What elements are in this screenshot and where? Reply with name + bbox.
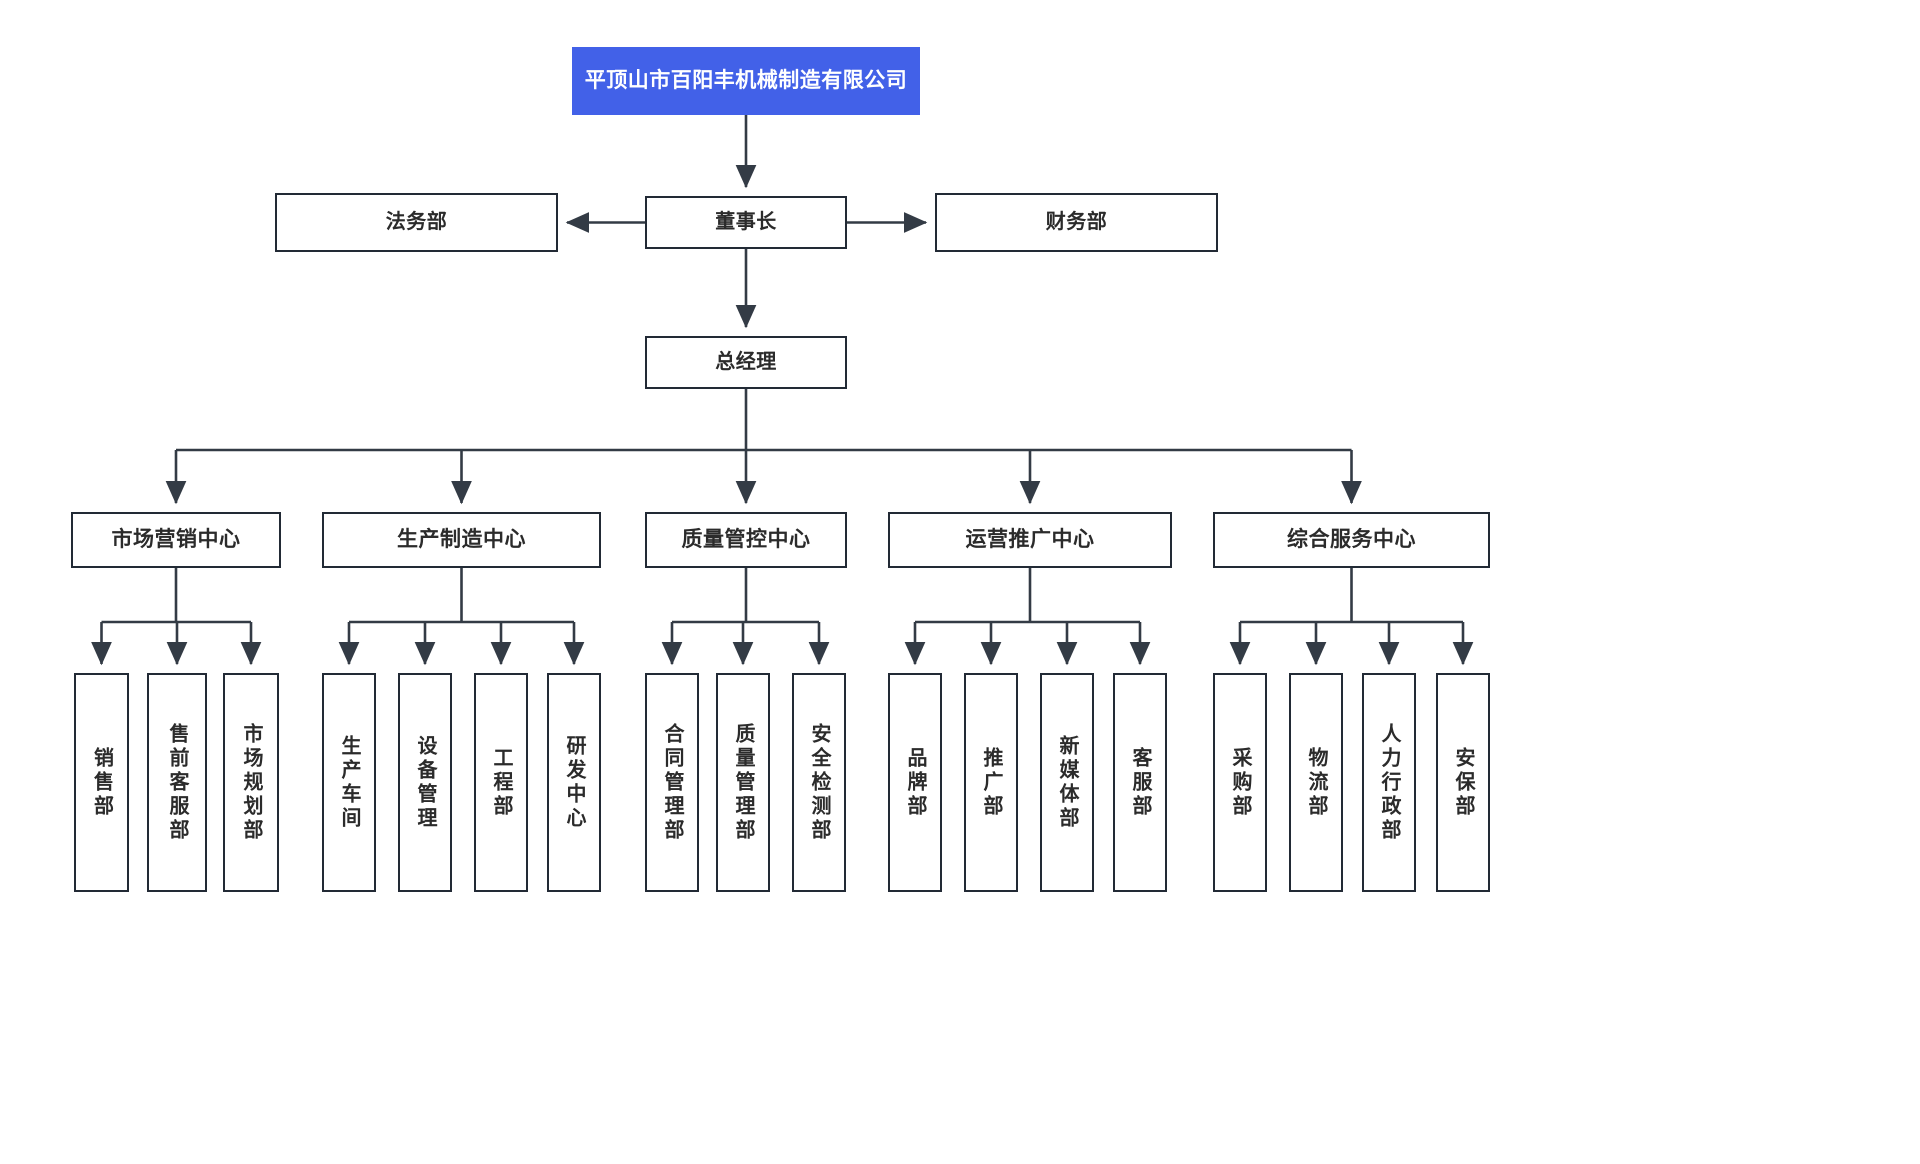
node-department-1-0[interactable]: 生产车间 [322,673,376,892]
node-department-0-2-label: 市场规划部 [240,722,262,843]
node-company-root-label: 平顶山市百阳丰机械制造有限公司 [584,68,908,92]
node-center-3[interactable]: 运营推广中心 [888,512,1172,568]
node-department-1-1[interactable]: 设备管理 [398,673,452,892]
node-department-0-1[interactable]: 售前客服部 [147,673,207,892]
node-chairman-label: 董事长 [715,210,777,233]
node-department-0-1-label: 售前客服部 [166,722,188,843]
node-center-2-label: 质量管控中心 [681,527,811,551]
node-center-4[interactable]: 综合服务中心 [1213,512,1490,568]
node-department-2-1[interactable]: 质量管理部 [716,673,770,892]
node-department-4-0[interactable]: 采购部 [1213,673,1267,892]
node-department-4-1-label: 物流部 [1305,746,1327,819]
node-center-1-label: 生产制造中心 [397,527,526,551]
node-general-manager[interactable]: 总经理 [645,336,847,389]
node-department-4-0-label: 采购部 [1229,746,1251,819]
node-department-2-2-label: 安全检测部 [808,722,830,843]
node-department-3-3-label: 客服部 [1129,746,1151,819]
node-finance-department[interactable]: 财务部 [935,193,1218,252]
node-department-3-2[interactable]: 新媒体部 [1040,673,1094,892]
node-department-3-3[interactable]: 客服部 [1113,673,1167,892]
node-department-3-1[interactable]: 推广部 [964,673,1018,892]
node-legal-department-label: 法务部 [385,210,448,233]
node-department-0-0-label: 销售部 [90,746,113,819]
node-department-2-1-label: 质量管理部 [732,722,754,843]
node-center-1[interactable]: 生产制造中心 [322,512,601,568]
node-department-0-0[interactable]: 销售部 [74,673,129,892]
node-center-0[interactable]: 市场营销中心 [71,512,281,568]
node-department-1-0-label: 生产车间 [338,734,360,831]
node-department-1-2[interactable]: 工程部 [474,673,528,892]
node-center-2[interactable]: 质量管控中心 [645,512,847,568]
node-department-2-2[interactable]: 安全检测部 [792,673,846,892]
node-finance-department-label: 财务部 [1045,210,1108,233]
node-center-0-label: 市场营销中心 [111,527,241,551]
node-center-4-label: 综合服务中心 [1287,527,1416,551]
node-department-1-1-label: 设备管理 [414,734,436,831]
node-department-3-0[interactable]: 品牌部 [888,673,942,892]
node-department-2-0[interactable]: 合同管理部 [645,673,699,892]
node-department-1-2-label: 工程部 [490,746,512,819]
node-chairman[interactable]: 董事长 [645,196,847,249]
node-center-3-label: 运营推广中心 [965,527,1095,551]
node-department-0-2[interactable]: 市场规划部 [223,673,279,892]
node-department-3-1-label: 推广部 [980,746,1002,819]
node-department-3-0-label: 品牌部 [904,746,926,819]
node-department-3-2-label: 新媒体部 [1056,734,1078,831]
node-department-4-3-label: 安保部 [1452,746,1474,819]
node-department-2-0-label: 合同管理部 [661,722,683,843]
node-company-root[interactable]: 平顶山市百阳丰机械制造有限公司 [572,47,920,115]
node-legal-department[interactable]: 法务部 [275,193,558,252]
node-department-4-2[interactable]: 人力行政部 [1362,673,1416,892]
node-department-1-3[interactable]: 研发中心 [547,673,601,892]
node-general-manager-label: 总经理 [715,350,777,373]
node-department-4-1[interactable]: 物流部 [1289,673,1343,892]
node-department-4-3[interactable]: 安保部 [1436,673,1490,892]
node-department-4-2-label: 人力行政部 [1378,722,1400,843]
node-department-1-3-label: 研发中心 [563,734,585,831]
